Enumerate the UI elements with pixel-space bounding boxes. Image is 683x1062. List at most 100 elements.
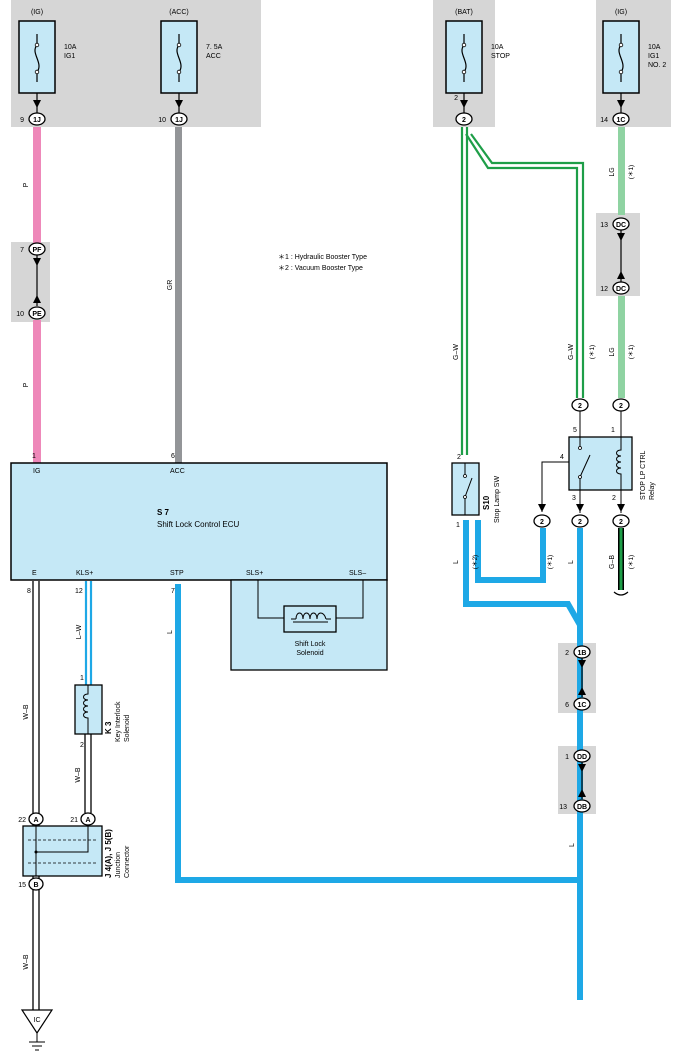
fuse-name-2: NO. 2 [648, 62, 666, 69]
fuse-acc: (ACC) 7. 5A ACC [160, 9, 223, 94]
wire-note-gb: (＊1) [628, 555, 635, 569]
connector-pin: 14 [600, 117, 608, 124]
solenoid-label-2: Solenoid [296, 650, 323, 657]
connector-code: A [85, 817, 90, 824]
legend: ＊1 : Hydraulic Booster Type ＊2 : Vacuum … [278, 254, 367, 272]
fuse-amp: 10A [64, 44, 77, 51]
connector-pin: 9 [20, 117, 24, 124]
relay-name-2: Relay [649, 482, 656, 500]
connector-pin: 2 [565, 650, 569, 657]
wire-label-wb-e: W–B [23, 704, 30, 720]
k3-pin-1: 1 [80, 675, 84, 682]
connector-pin: 21 [70, 817, 78, 824]
fuse-amp: 10A [648, 44, 661, 51]
wire-label-l-right: L [568, 560, 575, 564]
pin-acc: ACC [170, 468, 185, 475]
pin-kls: KLS+ [76, 570, 93, 577]
connector-code: A [33, 817, 38, 824]
connector-ja-22: A 22 [18, 812, 44, 826]
wire-note-l-mid: (＊1) [547, 555, 554, 569]
switch-code: S10 [482, 495, 491, 510]
connector-pin: 15 [18, 882, 26, 889]
pin-in: 2 [457, 454, 461, 461]
connector-pin: 1 [565, 754, 569, 761]
connector-pin: 12 [600, 286, 608, 293]
k3-name-2: Solenoid [124, 715, 131, 742]
relay-pin-1: 1 [611, 427, 615, 434]
key-interlock-solenoid: 1 2 K 3 Key Interlock Solenoid [74, 675, 131, 749]
connector-pin: 2 [454, 95, 458, 102]
fuse-name: IG1 [648, 53, 659, 60]
connectors: 1J 9 1J 10 2 2 1C 14 PF 7 PE 10 DC 13 DC… [16, 95, 630, 813]
ground-code: IC [34, 1017, 41, 1024]
connector-code: 2 [619, 519, 623, 526]
connector-pin: 10 [16, 311, 24, 318]
connector-pin: 7 [20, 247, 24, 254]
connector-pf: PF 7 [20, 242, 46, 256]
connector-code: 2 [462, 117, 466, 124]
pin-no-acc: 6 [171, 453, 175, 460]
pin-no-e: 8 [27, 588, 31, 595]
wire-label-lg-top: LG [609, 167, 616, 176]
junction-connector: A 22 A 21 B 15 J 4(A), J 5(B) Junction C… [18, 812, 131, 891]
wire-label-gr: GR [167, 280, 174, 291]
junction-name-2: Connector [124, 845, 131, 878]
pin-sls-plus: SLS+ [246, 570, 263, 577]
fuse-stubs [33, 93, 625, 113]
pin-no-stp: 7 [171, 588, 175, 595]
connector-dc-bot: DC 12 [600, 281, 630, 295]
relay-name-1: STOP LP CTRL [640, 450, 647, 500]
connector-pin: 10 [158, 117, 166, 124]
source-label: (IG) [615, 9, 627, 16]
ecu-s7: S 7 Shift Lock Control ECU 1 IG 6 ACC E … [10, 453, 388, 671]
connector-db: DB 13 [559, 799, 591, 813]
connector-pe: PE 10 [16, 306, 46, 320]
wire-label-gb: G–B [609, 555, 616, 569]
connector-1c-top: 1C 14 [600, 112, 630, 126]
connector-dd: DD 1 [565, 749, 591, 763]
connector-pin: 22 [18, 817, 26, 824]
k3-name-1: Key Interlock [115, 701, 122, 742]
connector-ja-21: A 21 [70, 812, 96, 826]
connector-1j-a: 1J 9 [20, 112, 46, 126]
wire-label-l-stp: L [167, 630, 174, 634]
connector-code: B [33, 882, 38, 889]
fuse-amp: 10A [491, 44, 504, 51]
connector-relay-in-left: 2 [571, 398, 589, 412]
connector-code: 1J [175, 117, 183, 124]
pin-stp: STP [170, 570, 184, 577]
wire-note-lg-bottom: (＊1) [628, 345, 635, 359]
connector-dc-top: DC 13 [600, 217, 630, 231]
junction-code: J 4(A), J 5(B) [104, 829, 113, 878]
stop-lamp-switch: 2 1 S10 Stop Lamp SW [451, 454, 501, 529]
source-label: (ACC) [169, 9, 188, 16]
junction-name-1: Junction [115, 852, 122, 878]
ground-ic: IC [20, 1009, 54, 1051]
wire-labels: P P GR G–W G–W (＊1) LG (＊1) LG (＊1) L (＊… [23, 165, 635, 970]
connector-pin: 13 [600, 222, 608, 229]
relay-pin-4: 4 [560, 454, 564, 461]
connector-code: 2 [619, 403, 623, 410]
legend-line-1: ＊1 : Hydraulic Booster Type [278, 254, 367, 261]
pin-ig: IG [33, 468, 40, 475]
connector-code: 1B [578, 650, 587, 657]
relay-pin-3: 3 [572, 495, 576, 502]
k3-code: K 3 [104, 721, 113, 734]
connector-sw-out: 2 [533, 514, 551, 528]
connector-relay-gnd: 2 [612, 514, 630, 528]
connector-1b: 1B 2 [565, 645, 591, 659]
ecu-code: S 7 [157, 508, 170, 517]
pin-no-ig: 1 [32, 453, 36, 460]
connector-pin: 13 [559, 804, 567, 811]
stop-lp-ctrl-relay: 5 1 4 3 2 STOP LP CTRL Relay [538, 411, 656, 513]
wire-note-gw: (＊1) [589, 345, 596, 359]
wire-label-p-top: P [23, 182, 30, 187]
connector-code: DB [577, 804, 587, 811]
relay-pin-5: 5 [573, 427, 577, 434]
connector-code: DC [616, 286, 626, 293]
wire-label-l-lower: L [569, 843, 576, 847]
wire-label-wb-k3: W–B [75, 767, 82, 783]
relay-pin-2: 2 [612, 495, 616, 502]
